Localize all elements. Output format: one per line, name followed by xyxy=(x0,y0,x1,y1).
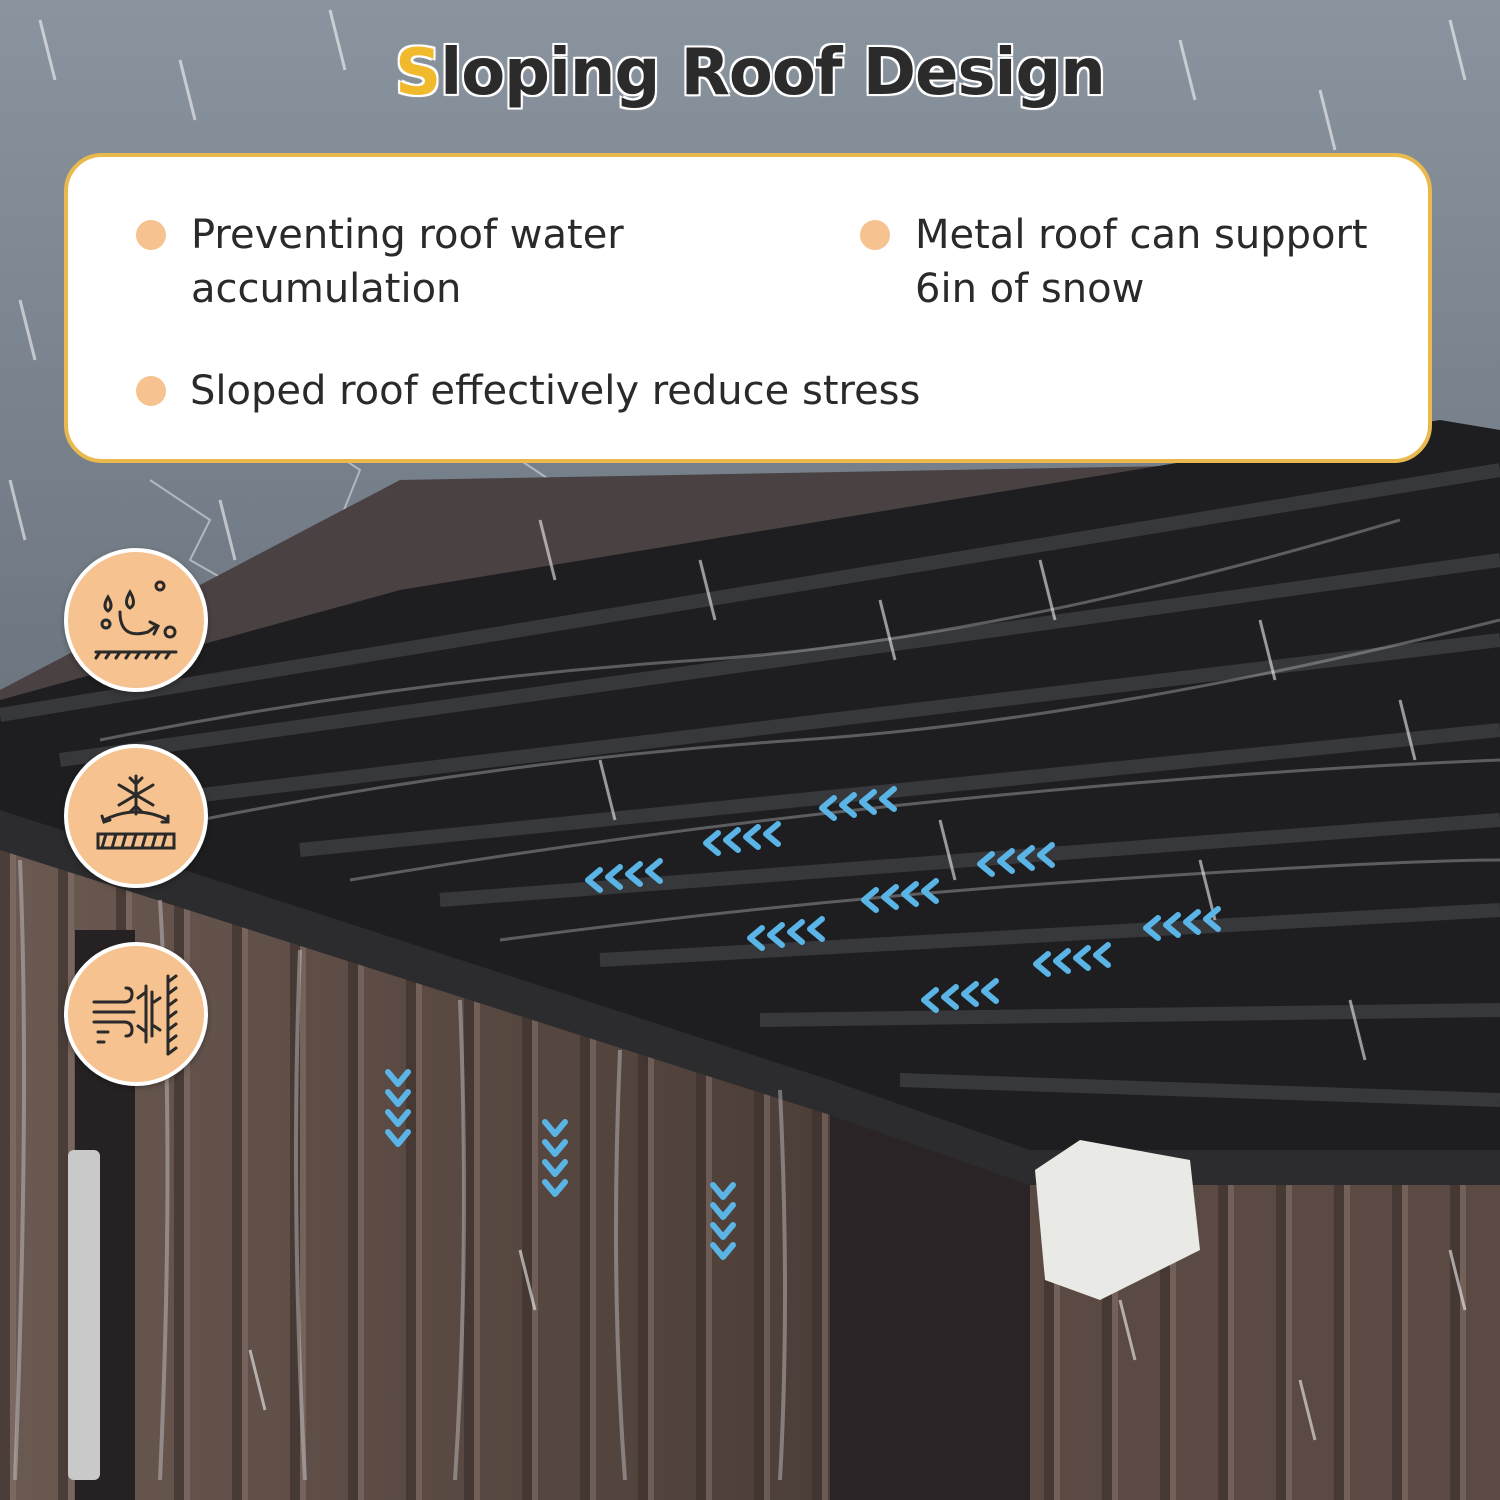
flow-arrows xyxy=(385,786,1221,1260)
page-title: Sloping Roof Design xyxy=(0,36,1500,110)
feature-water-accumulation: Preventing roof water accumulation xyxy=(191,212,624,312)
bullet-dot xyxy=(860,220,890,250)
feature-snow-support: Metal roof can support 6in of snow xyxy=(915,212,1368,312)
snow-load-icon xyxy=(64,744,208,888)
rain xyxy=(8,9,1467,1441)
title-rest: loping Roof Design xyxy=(440,36,1106,110)
water-drainage-icon xyxy=(64,548,208,692)
wind-resistance-icon xyxy=(64,942,208,1086)
title-first-letter: S xyxy=(395,36,441,110)
feature-reduce-stress: Sloped roof effectively reduce stress xyxy=(190,368,921,414)
bullet-dot xyxy=(136,376,166,406)
bullet-dot xyxy=(136,220,166,250)
features-panel xyxy=(64,153,1432,463)
